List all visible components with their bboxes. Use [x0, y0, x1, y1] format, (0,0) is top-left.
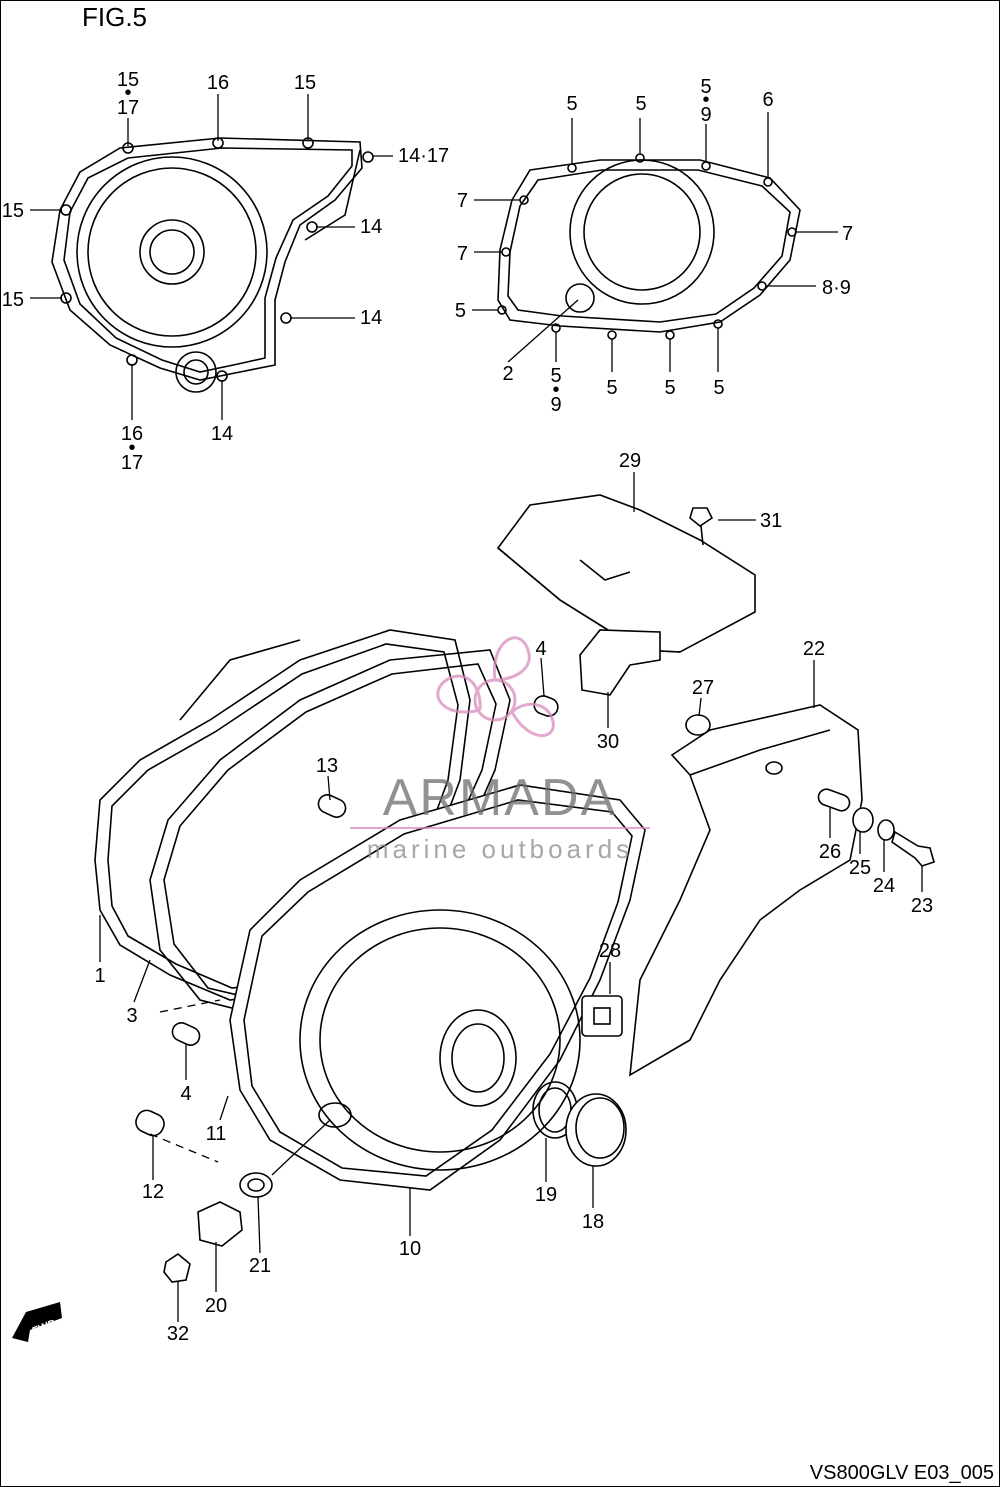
clutch-cover-10-drawing: [229, 784, 646, 1191]
cover-29-drawing: [496, 494, 756, 653]
callout-label: 14: [211, 423, 233, 445]
callout-label: 2: [502, 363, 513, 385]
document-code: VS800GLV E03_005: [809, 1462, 994, 1484]
callout-label: 5: [550, 365, 561, 387]
callout-label: 7: [842, 223, 853, 245]
callout-label: 20: [205, 1295, 227, 1317]
callout-label: 14: [360, 307, 382, 329]
callout-label: 5: [606, 377, 617, 399]
gasket-3-drawing: [149, 649, 511, 1011]
callout-label: 17: [121, 452, 143, 474]
svg-text:•: •: [552, 379, 559, 401]
watermark-tagline: marine outboards: [367, 834, 633, 864]
svg-text:•: •: [124, 82, 131, 104]
cover-22-drawing: [629, 704, 863, 1077]
crankcase-cover-1-drawing: [94, 629, 471, 1001]
callout-label: 15: [2, 289, 24, 311]
callout-label: 9: [550, 394, 561, 416]
callout-label: 5: [664, 377, 675, 399]
callout-label: 5: [566, 93, 577, 115]
callout-label: 5: [635, 93, 646, 115]
callout-label: 14: [360, 216, 382, 238]
callout-label: 14·17: [398, 145, 449, 167]
callout-label: 1: [94, 965, 105, 987]
callout-label: 5: [713, 377, 724, 399]
callout-label: 10: [399, 1238, 421, 1260]
callout-label: 18: [582, 1211, 604, 1233]
callout-label: 4: [535, 638, 546, 660]
callout-label: 5: [700, 76, 711, 98]
pad-30-drawing: [579, 629, 661, 696]
callout-label: 19: [535, 1184, 557, 1206]
callout-label: 9: [700, 104, 711, 126]
callout-label: 7: [457, 243, 468, 265]
figure-title: FIG.5: [82, 2, 148, 32]
callout-label: 29: [619, 450, 641, 472]
watermark-logo: ARMADA marine outboards: [350, 636, 650, 864]
clutch-cover-gasket-drawing: [497, 153, 801, 340]
callout-label: 15: [117, 69, 139, 91]
callout-label: 23: [911, 895, 933, 917]
callout-label: 17: [117, 97, 139, 119]
callout-label: 5: [455, 300, 466, 322]
callout-label: 7: [457, 190, 468, 212]
exploded-view-leaders: [99, 472, 923, 1322]
callout-label: 6: [762, 89, 773, 111]
callout-label: 31: [760, 510, 782, 532]
callout-label: 4: [180, 1083, 191, 1105]
callout-label: 13: [316, 755, 338, 777]
callout-label: 12: [142, 1181, 164, 1203]
callout-label: 16: [207, 72, 229, 94]
callout-label: 15: [294, 72, 316, 94]
callout-labels-clutch-cover: 5 5 5 • 9 6 7 7 7 8·9 5 2 5 • 9 5 5 5: [455, 76, 853, 416]
callout-label: 24: [873, 875, 895, 897]
callout-label: 11: [206, 1123, 227, 1145]
callout-label: 32: [167, 1323, 189, 1345]
generator-cover-drawing: [51, 137, 374, 393]
callout-labels-exploded-view: 29 31 4 30 22 27 13 26 25 24 23 28 1 3 4…: [94, 450, 933, 1345]
callout-label: 22: [803, 638, 825, 660]
small-parts-drawing: [135, 507, 935, 1283]
callout-label: 21: [249, 1255, 271, 1277]
callout-label: 25: [849, 857, 871, 879]
callout-label: 16: [121, 423, 143, 445]
callout-label: 27: [692, 677, 714, 699]
callout-label: 28: [599, 940, 621, 962]
generator-cover-leaders: [30, 94, 393, 420]
callout-label: 3: [126, 1005, 137, 1027]
svg-text:•: •: [702, 89, 709, 111]
fwd-arrow-icon: FWD: [12, 1302, 62, 1342]
callout-label: 8·9: [822, 277, 851, 299]
callout-label: 26: [819, 841, 841, 863]
callout-label: 30: [597, 731, 619, 753]
callout-label: 15: [2, 200, 24, 222]
propeller-icon: [436, 636, 555, 738]
svg-text:•: •: [128, 437, 135, 459]
watermark-brand: ARMADA: [383, 769, 617, 827]
callout-labels-generator-cover: 15 • 17 16 15 14·17 15 14 15 14 16 • 17 …: [2, 69, 449, 474]
clutch-cover-leaders: [472, 112, 838, 372]
